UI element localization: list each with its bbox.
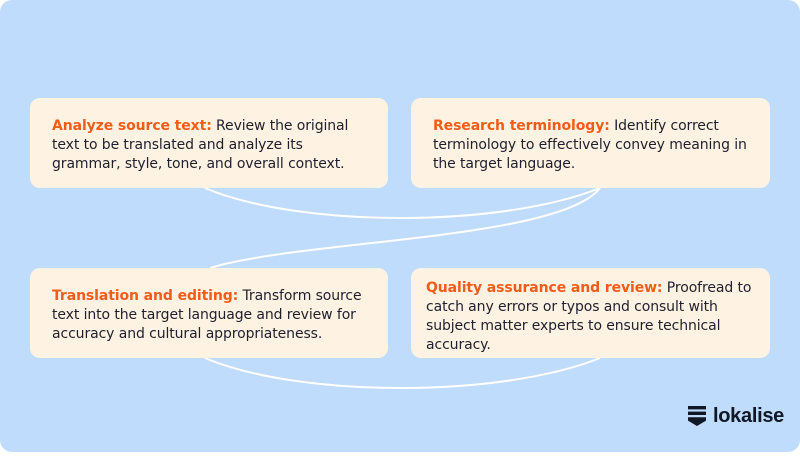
step-card-analyze-source-text: Analyze source text: Review the original…: [30, 98, 388, 188]
step-title: Research terminology:: [433, 118, 610, 134]
step-description: Identify correct terminology to effectiv…: [433, 118, 747, 172]
lokalise-logo-icon: [688, 406, 706, 426]
step-title: Analyze source text:: [52, 118, 212, 134]
brand-logo: lokalise: [688, 403, 784, 429]
step-description: Transform source text into the target la…: [52, 288, 362, 342]
brand-name: lokalise: [713, 404, 784, 427]
step-description: Proofread to catch any errors or typos a…: [426, 280, 752, 353]
step-title: Quality assurance and review:: [426, 280, 663, 296]
connector-step1-to-step2: [204, 187, 601, 219]
step-title: Translation and editing:: [52, 288, 239, 304]
step-description: Review the original text to be translate…: [52, 118, 349, 172]
connector-step3-to-step4: [204, 357, 601, 389]
connector-step2-to-step3: [209, 187, 601, 269]
step-card-quality-assurance: Quality assurance and review: Proofread …: [411, 268, 770, 358]
step-card-research-terminology: Research terminology: Identify correct t…: [411, 98, 770, 188]
step-card-translation-and-editing: Translation and editing: Transform sourc…: [30, 268, 388, 358]
